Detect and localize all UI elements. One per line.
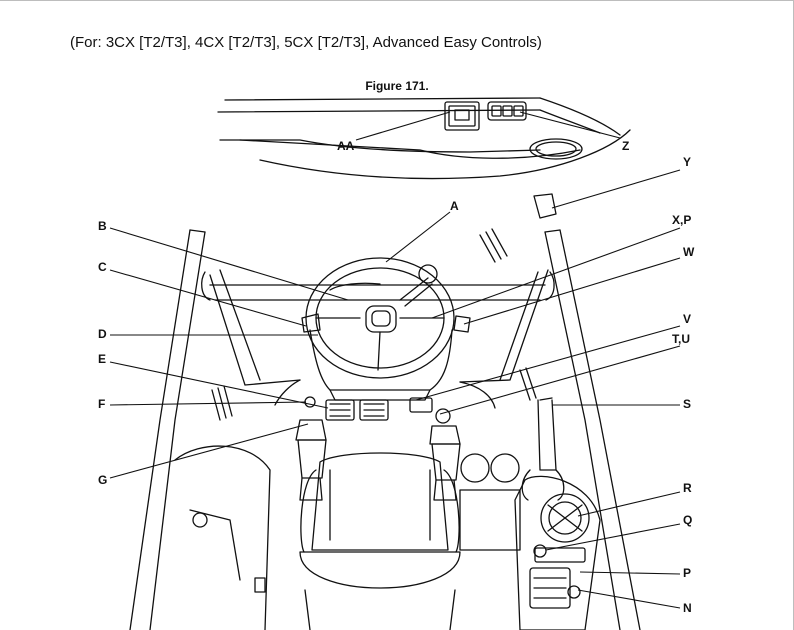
callout-G: G — [98, 473, 108, 487]
callout-W: W — [683, 245, 695, 259]
page-border-top — [0, 0, 794, 1]
callout-Y: Y — [683, 155, 692, 169]
callout-Q: Q — [683, 513, 693, 527]
callout-P: P — [683, 566, 692, 580]
callout-D: D — [98, 327, 107, 341]
callout-V: V — [683, 312, 692, 326]
callout-E: E — [98, 352, 107, 366]
side-console — [459, 397, 601, 630]
callout-A: A — [450, 199, 459, 213]
operator-seat — [299, 452, 461, 630]
left-column-switch — [301, 313, 321, 333]
overhead-console — [217, 97, 631, 180]
callout-N: N — [683, 601, 692, 615]
cab-frame — [129, 228, 641, 630]
callout-AA: AA — [337, 139, 355, 153]
figure-title: Figure 171. — [365, 79, 429, 93]
callout-R: R — [683, 481, 692, 495]
right-joystick — [429, 408, 461, 501]
callout-B: B — [98, 219, 107, 233]
right-column-switch — [453, 315, 471, 333]
callout-T-U: T,U — [672, 332, 690, 346]
callout-Z: Z — [622, 139, 630, 153]
callout-C: C — [98, 260, 107, 274]
left-door — [174, 445, 271, 630]
callout-X-P: X,P — [672, 213, 692, 227]
steering-wheel — [305, 257, 455, 401]
leader-lines — [109, 111, 681, 609]
callout-F: F — [98, 397, 106, 411]
left-joystick — [295, 419, 327, 501]
floor-controls — [304, 396, 433, 421]
interior-light — [533, 193, 557, 219]
callout-S: S — [683, 397, 692, 411]
document-subtitle: (For: 3CX [T2/T3], 4CX [T2/T3], 5CX [T2/… — [70, 34, 542, 51]
